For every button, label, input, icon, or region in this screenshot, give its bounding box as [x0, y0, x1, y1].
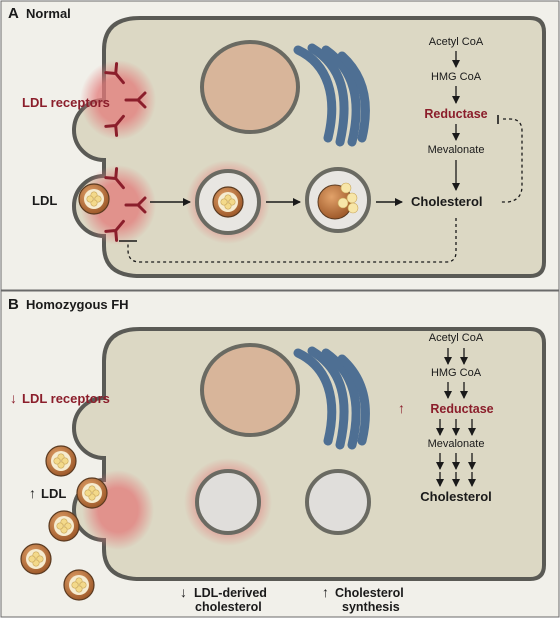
ldl-label-b: LDL: [41, 486, 66, 501]
pathway-b-hmg-coa: HMG CoA: [431, 367, 482, 379]
ldl-particle-icon: [63, 569, 95, 601]
pit-glow-a1: [80, 60, 156, 140]
panel-b-letter: B: [8, 296, 19, 313]
ldl-particle-icon: [78, 183, 110, 215]
pathway-b-cholesterol: Cholesterol: [420, 489, 492, 504]
ldl-particle-icon: [48, 510, 80, 542]
nucleus-a: [200, 40, 300, 134]
ldl-receptors-label-b: LDL receptors: [22, 391, 110, 406]
panel-b-title: Homozygous FH: [26, 297, 129, 312]
footer-right-line2: synthesis: [342, 600, 400, 614]
footer-left-line2: cholesterol: [195, 600, 262, 614]
ldl-receptors-label-a: LDL receptors: [22, 95, 110, 110]
endosome-b: [195, 469, 261, 535]
footer-left-down-arrow: ↓: [180, 584, 187, 600]
ldl-particle-icon: [76, 477, 108, 509]
ldl-particle-icon: [20, 543, 52, 575]
panel-a-title: Normal: [26, 6, 71, 21]
footer-left-line1: LDL-derived: [194, 586, 267, 600]
pathway-b-reductase-up-arrow: ↑: [398, 400, 405, 416]
pathway-b-reductase: Reductase: [430, 402, 493, 416]
cholesterol-droplet-icon: [347, 202, 359, 214]
pathway-b-acetyl-coa: Acetyl CoA: [429, 332, 484, 344]
cholesterol-droplet-icon: [340, 182, 352, 194]
lysosome-b: [305, 469, 371, 535]
feedback-line-receptors: [127, 218, 457, 263]
pathway-a-reductase: Reductase: [424, 107, 487, 121]
pathway-a-acetyl-coa: Acetyl CoA: [429, 36, 484, 48]
ldl-label-a: LDL: [32, 193, 57, 208]
pathway-a-cholesterol: Cholesterol: [411, 194, 483, 209]
ldl-particle-icon: [212, 186, 244, 218]
footer-right-line1: Cholesterol: [335, 586, 404, 600]
ldl-receptors-down-arrow-b: ↓: [10, 390, 17, 406]
ldl-particle-icon: [45, 445, 77, 477]
panel-a: A Normal LDL receptors LDL: [0, 0, 560, 291]
footer-right-up-arrow: ↑: [322, 584, 329, 600]
panel-a-letter: A: [8, 5, 19, 22]
ldl-up-arrow-b: ↑: [29, 485, 36, 501]
panel-b: B Homozygous FH ↓ LDL receptors ↑ LDL Ac…: [0, 290, 560, 618]
pathway-a-mevalonate: Mevalonate: [428, 144, 485, 156]
cholesterol-droplet-icon: [346, 192, 358, 204]
pathway-b-mevalonate: Mevalonate: [428, 438, 485, 450]
cholesterol-droplet-icon: [337, 197, 349, 209]
pathway-a-hmg-coa: HMG CoA: [431, 71, 482, 83]
nucleus-b: [200, 343, 300, 437]
